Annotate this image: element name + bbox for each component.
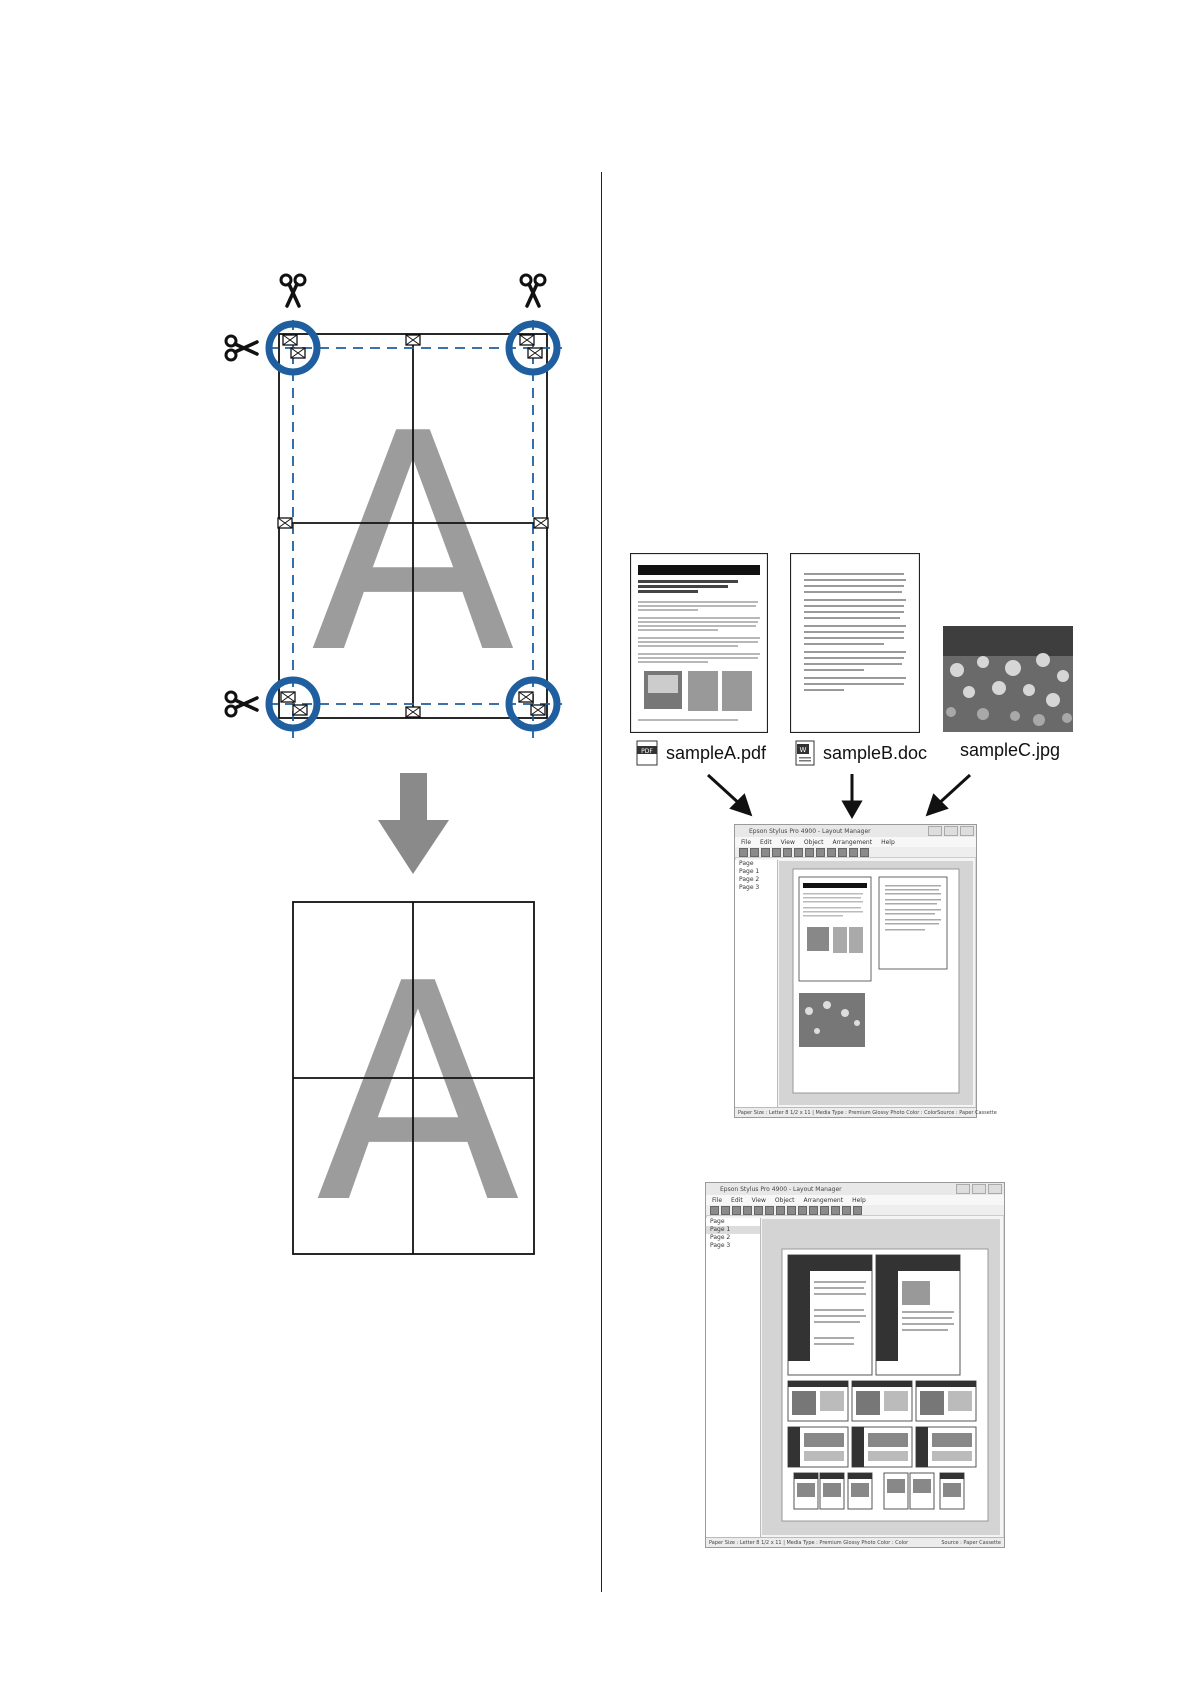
- sample-b-page: [790, 553, 920, 733]
- maximize-button[interactable]: [944, 826, 958, 836]
- menu-arrangement[interactable]: Arrangement: [803, 1196, 844, 1204]
- window-title: Epson Stylus Pro 4900 - Layout Manager: [749, 827, 871, 835]
- letter-a-bottom: A: [315, 920, 521, 1269]
- tool-icon[interactable]: [820, 1205, 829, 1215]
- tool-icon[interactable]: [798, 1205, 807, 1215]
- pdf-file-icon: PDF: [636, 740, 658, 766]
- status-source: Source : Paper Cassette: [937, 1109, 997, 1116]
- status-source: Source : Paper Cassette: [941, 1539, 1001, 1546]
- layout-manager-window-1: Epson Stylus Pro 4900 - Layout Manager F…: [734, 824, 997, 1118]
- thumbnail-row: [787, 1426, 977, 1468]
- menu-help[interactable]: Help: [881, 838, 895, 846]
- thumbnail-row: [787, 1380, 977, 1422]
- corner-highlight-circles: [265, 320, 561, 732]
- page-list-header: Page: [710, 1218, 725, 1225]
- tool-icon[interactable]: [849, 847, 858, 857]
- menu-view[interactable]: View: [751, 1196, 766, 1204]
- page-list-item[interactable]: Page 2: [739, 876, 760, 883]
- minimize-button[interactable]: [928, 826, 942, 836]
- svg-text:W: W: [800, 746, 807, 754]
- menu-help[interactable]: Help: [852, 1196, 866, 1204]
- tool-icon[interactable]: [853, 1205, 862, 1215]
- arrow-down-icon: [378, 773, 449, 874]
- menu-object[interactable]: Object: [774, 1196, 795, 1204]
- column-divider: [601, 172, 602, 1592]
- status-bar: Paper Size : Letter 8 1/2 x 11 | Media T…: [735, 1107, 997, 1117]
- sample-c-photo: [943, 626, 1073, 732]
- thumbnail-row: [793, 1472, 965, 1510]
- tool-icon[interactable]: [750, 847, 759, 857]
- tool-icon[interactable]: [710, 1205, 719, 1215]
- tool-icon[interactable]: [761, 847, 770, 857]
- layout-canvas[interactable]: [762, 1219, 1000, 1535]
- tool-icon[interactable]: [827, 847, 836, 857]
- tool-icon[interactable]: [776, 1205, 785, 1215]
- cut-lines: [268, 320, 562, 738]
- tool-icon[interactable]: [743, 1205, 752, 1215]
- sample-a-page: [630, 553, 768, 733]
- tool-icon[interactable]: [809, 1205, 818, 1215]
- menu-view[interactable]: View: [780, 838, 795, 846]
- page-list-pane: Page Page 1 Page 2 Page 3: [706, 1218, 761, 1537]
- minimize-button[interactable]: [956, 1184, 970, 1194]
- svg-text:PDF: PDF: [641, 748, 653, 755]
- poster-tiling-diagram: A A: [224, 273, 562, 1269]
- close-button[interactable]: [960, 826, 974, 836]
- tool-icon[interactable]: [831, 1205, 840, 1215]
- layout-manager-window-2: Epson Stylus Pro 4900 - Layout Manager F…: [705, 1182, 1005, 1548]
- tool-icon[interactable]: [787, 1205, 796, 1215]
- close-button[interactable]: [988, 1184, 1002, 1194]
- toolbar: [735, 847, 976, 858]
- toolbar: [706, 1205, 1004, 1216]
- page-list-pane: Page Page 1 Page 2 Page 3: [735, 860, 778, 1107]
- tool-icon[interactable]: [721, 1205, 730, 1215]
- tool-icon[interactable]: [739, 847, 748, 857]
- status-paper-info: Paper Size : Letter 8 1/2 x 11 | Media T…: [709, 1539, 909, 1546]
- menu-edit[interactable]: Edit: [731, 1196, 743, 1204]
- menu-file[interactable]: File: [712, 1196, 723, 1204]
- scissors-icon: [279, 273, 307, 308]
- menu-object[interactable]: Object: [803, 838, 824, 846]
- doc-file-icon: W: [795, 740, 815, 766]
- scissors-icon: [519, 273, 547, 308]
- tool-icon[interactable]: [765, 1205, 774, 1215]
- scissors-icon: [224, 690, 259, 718]
- tool-icon[interactable]: [860, 847, 869, 857]
- sample-c-label: sampleC.jpg: [960, 740, 1061, 760]
- page-list-item[interactable]: Page 1: [739, 868, 760, 875]
- tool-icon[interactable]: [805, 847, 814, 857]
- merge-arrows: [706, 773, 972, 820]
- status-bar: Paper Size : Letter 8 1/2 x 11 | Media T…: [706, 1537, 1004, 1547]
- page-list-item[interactable]: Page 3: [739, 884, 760, 891]
- tool-icon[interactable]: [794, 847, 803, 857]
- tool-icon[interactable]: [783, 847, 792, 857]
- menu-file[interactable]: File: [741, 838, 752, 846]
- page-list-header: Page: [739, 860, 754, 867]
- menu-arrangement[interactable]: Arrangement: [832, 838, 873, 846]
- page-list-item[interactable]: Page 1: [706, 1226, 760, 1234]
- tool-icon[interactable]: [772, 847, 781, 857]
- status-paper-info: Paper Size : Letter 8 1/2 x 11 | Media T…: [738, 1109, 938, 1116]
- sample-b-label: W sampleB.doc: [795, 740, 927, 766]
- window-title: Epson Stylus Pro 4900 - Layout Manager: [720, 1185, 842, 1193]
- tool-icon[interactable]: [816, 847, 825, 857]
- page-list-item[interactable]: Page 2: [710, 1234, 731, 1241]
- tool-icon[interactable]: [754, 1205, 763, 1215]
- page-list-item[interactable]: Page 3: [710, 1242, 731, 1249]
- tool-icon[interactable]: [842, 1205, 851, 1215]
- menu-edit[interactable]: Edit: [760, 838, 772, 846]
- tool-icon[interactable]: [838, 847, 847, 857]
- maximize-button[interactable]: [972, 1184, 986, 1194]
- scissors-icon: [224, 334, 259, 362]
- sample-a-label: PDF sampleA.pdf: [636, 740, 766, 766]
- layout-canvas[interactable]: [779, 861, 973, 1105]
- tool-icon[interactable]: [732, 1205, 741, 1215]
